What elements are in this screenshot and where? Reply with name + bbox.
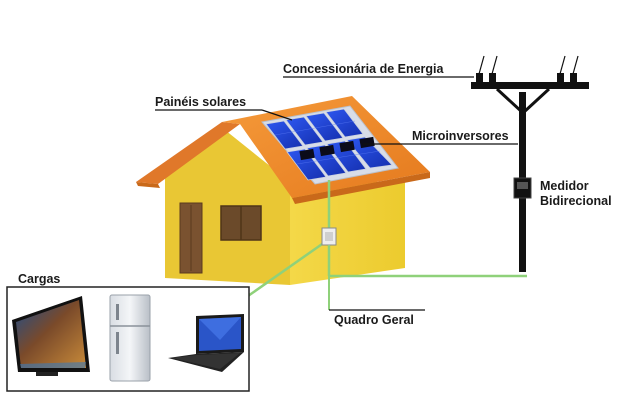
tv-icon [12, 296, 90, 376]
solar-panel [286, 148, 327, 181]
solar-panel-array [261, 105, 399, 185]
label-utility: Concessionária de Energia [283, 62, 445, 76]
refrigerator-icon [109, 294, 151, 382]
roof-left [136, 122, 240, 184]
microinverter [299, 148, 315, 161]
solar-panel [306, 144, 347, 177]
label-meter-line1: Medidor [540, 179, 589, 193]
label-meter-line2: Bidirecional [540, 194, 612, 208]
microinverter [359, 136, 375, 149]
microinverter [339, 140, 355, 153]
house [136, 96, 430, 285]
solar-panel [265, 120, 304, 150]
label-solar-panels: Painéis solares [155, 95, 246, 109]
label-loads: Cargas [18, 272, 60, 286]
house-side-wall [290, 182, 405, 285]
laptop-icon [168, 314, 244, 372]
solar-panel [305, 112, 344, 142]
solar-panel [285, 116, 324, 146]
microinverter [319, 144, 335, 157]
label-microinverters: Microinversores [412, 129, 509, 143]
label-main-panel: Quadro Geral [334, 313, 414, 327]
utility-pole [471, 55, 589, 272]
